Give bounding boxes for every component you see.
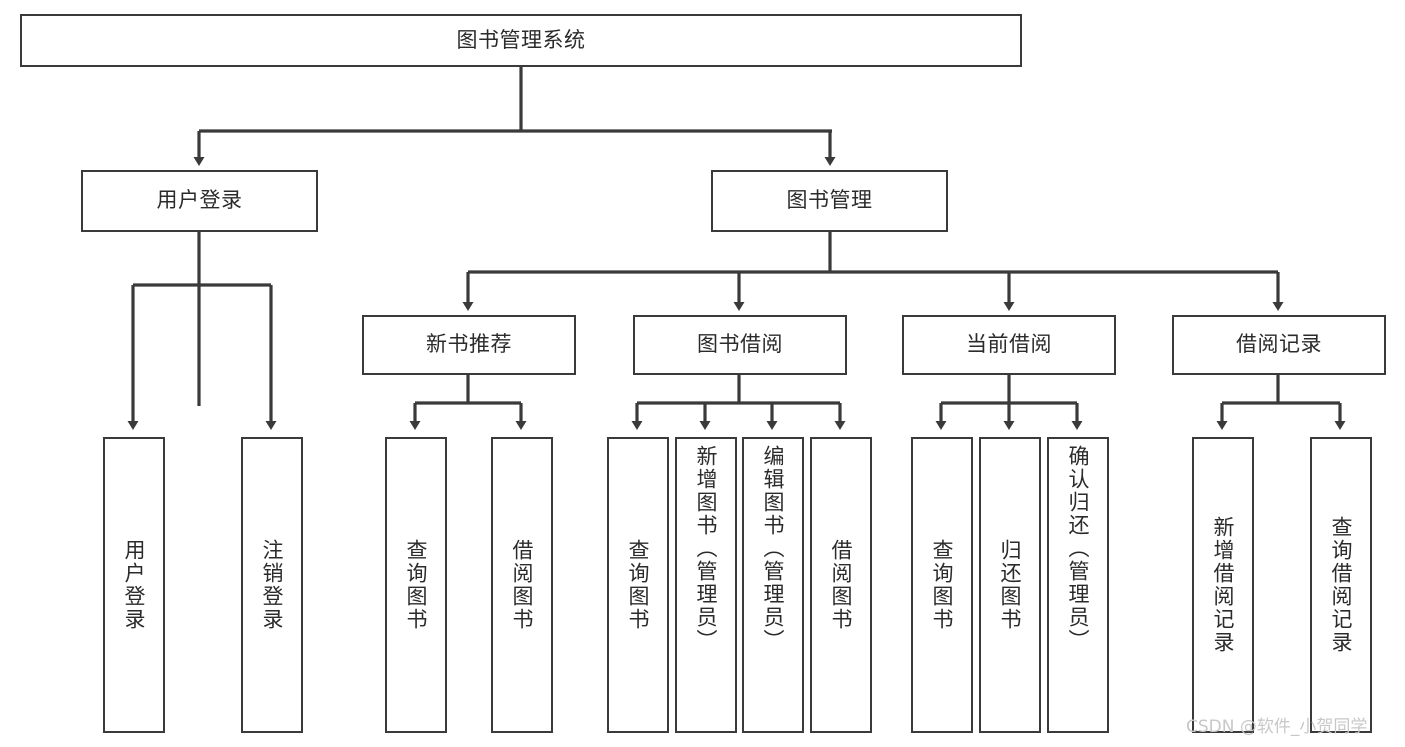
node-leaf-add-record[interactable]: 新增借阅记录 [1192, 437, 1254, 733]
watermark: CSDN @软件_小贺同学 [1186, 717, 1368, 737]
node-leaf-user-login[interactable]: 用户登录 [103, 437, 165, 733]
node-leaf-add-book-label: 新增图书（管理员） [694, 445, 719, 652]
node-leaf-return-book-label: 归还图书 [998, 539, 1023, 631]
node-book-manage[interactable]: 图书管理 [711, 170, 948, 232]
node-book-borrow-label: 图书借阅 [697, 332, 783, 357]
node-root[interactable]: 图书管理系统 [20, 14, 1022, 67]
node-leaf-query-book-3[interactable]: 查询图书 [911, 437, 973, 733]
node-leaf-query-record-label: 查询借阅记录 [1329, 516, 1354, 654]
node-leaf-query-book-2-label: 查询图书 [626, 539, 651, 631]
node-leaf-borrow-book-1-label: 借阅图书 [510, 539, 535, 631]
node-leaf-return-book[interactable]: 归还图书 [979, 437, 1041, 733]
node-user-login-label: 用户登录 [156, 188, 243, 213]
node-leaf-query-book-1[interactable]: 查询图书 [385, 437, 447, 733]
node-leaf-borrow-book-2[interactable]: 借阅图书 [810, 437, 872, 733]
node-leaf-confirm-return-label: 确认归还（管理员） [1066, 445, 1091, 652]
node-leaf-edit-book[interactable]: 编辑图书（管理员） [742, 437, 804, 733]
node-leaf-add-book[interactable]: 新增图书（管理员） [675, 437, 737, 733]
node-new-book-rec-label: 新书推荐 [426, 332, 512, 357]
node-leaf-edit-book-label: 编辑图书（管理员） [761, 445, 786, 652]
node-leaf-logout[interactable]: 注销登录 [241, 437, 303, 733]
node-leaf-borrow-book-1[interactable]: 借阅图书 [491, 437, 553, 733]
node-user-login[interactable]: 用户登录 [81, 170, 318, 232]
node-book-manage-label: 图书管理 [786, 188, 873, 213]
node-leaf-query-record[interactable]: 查询借阅记录 [1310, 437, 1372, 733]
node-borrow-record-label: 借阅记录 [1236, 332, 1322, 357]
node-leaf-borrow-book-2-label: 借阅图书 [829, 539, 854, 631]
node-borrow-record[interactable]: 借阅记录 [1172, 315, 1386, 375]
node-root-label: 图书管理系统 [456, 27, 586, 52]
node-leaf-confirm-return[interactable]: 确认归还（管理员） [1047, 437, 1109, 733]
node-current-borrow[interactable]: 当前借阅 [902, 315, 1116, 375]
node-leaf-query-book-1-label: 查询图书 [404, 539, 429, 631]
node-leaf-query-book-2[interactable]: 查询图书 [607, 437, 669, 733]
node-leaf-query-book-3-label: 查询图书 [930, 539, 955, 631]
node-book-borrow[interactable]: 图书借阅 [633, 315, 847, 375]
node-leaf-logout-label: 注销登录 [260, 539, 285, 631]
node-leaf-user-login-label: 用户登录 [122, 539, 147, 631]
node-new-book-rec[interactable]: 新书推荐 [362, 315, 576, 375]
node-current-borrow-label: 当前借阅 [966, 332, 1052, 357]
node-leaf-add-record-label: 新增借阅记录 [1211, 516, 1236, 654]
